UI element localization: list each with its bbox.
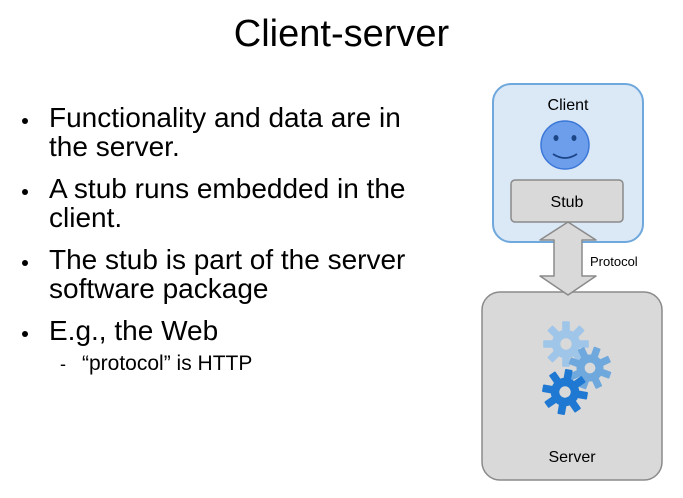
protocol-label: Protocol (590, 254, 638, 269)
server-label: Server (548, 449, 596, 466)
stub-label: Stub (551, 194, 584, 211)
sub-bullet-dash: - (60, 354, 66, 374)
bullet-item: Functionality and data are in the server… (22, 103, 442, 161)
bullet-item: A stub runs embedded in the client. (22, 174, 442, 232)
sub-bullet-text: “protocol” is HTTP (82, 352, 253, 375)
bullet-item: E.g., the Web (22, 316, 442, 345)
bullet-dot (22, 331, 28, 337)
gears-icon (538, 321, 618, 419)
sub-bullet-item: - “protocol” is HTTP (22, 351, 442, 377)
bullet-dot (22, 189, 28, 195)
bullet-text: E.g., the Web (49, 315, 219, 346)
bullet-text: Functionality and data are in the server… (49, 102, 401, 162)
client-label: Client (548, 97, 589, 114)
bullet-dot (22, 118, 28, 124)
slide-title: Client-server (233, 13, 450, 55)
smiley-face-icon (540, 120, 590, 170)
bullet-text: A stub runs embedded in the client. (49, 173, 406, 233)
bullet-dot (22, 260, 28, 266)
bullet-list: Functionality and data are in the server… (22, 103, 442, 377)
protocol-arrow (539, 221, 597, 296)
bullet-text: The stub is part of the server software … (49, 244, 406, 304)
bullet-item: The stub is part of the server software … (22, 245, 442, 303)
